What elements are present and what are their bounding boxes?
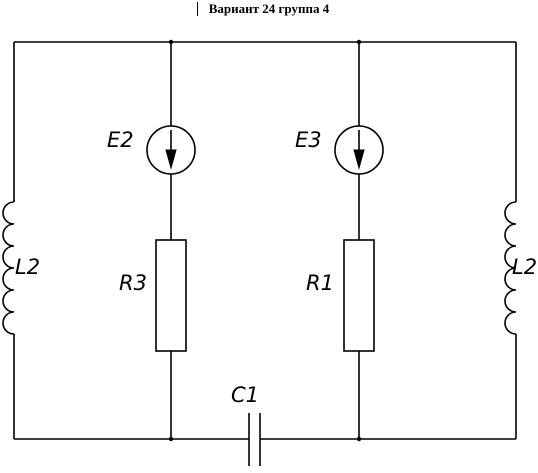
resistor-r1 [343,239,375,352]
label-c1: C1 [231,383,259,407]
branch-left [2,42,15,439]
voltage-source-e2 [146,125,196,175]
capacitor-c1 [248,413,261,466]
junction-dot [168,39,174,45]
inductor-l2-left [2,201,15,335]
branch-right [504,42,517,439]
branch-e2-r3 [146,42,196,439]
branch-e3-r1 [334,42,384,439]
junction-dot [356,436,362,442]
junction-dot [168,436,174,442]
junction-dot [356,39,362,45]
resistor-r3 [155,239,187,352]
text-cursor [197,2,198,16]
label-r3: R3 [119,271,147,295]
label-l2-right: L2 [512,255,537,279]
inductor-l2-right [504,201,517,335]
page-title: Вариант 24 группа 4 [208,1,330,16]
label-e3: E3 [295,128,322,152]
label-l2-left: L2 [15,255,40,279]
label-r1: R1 [306,271,334,295]
label-e2: E2 [107,128,134,152]
voltage-source-e3 [334,125,384,175]
